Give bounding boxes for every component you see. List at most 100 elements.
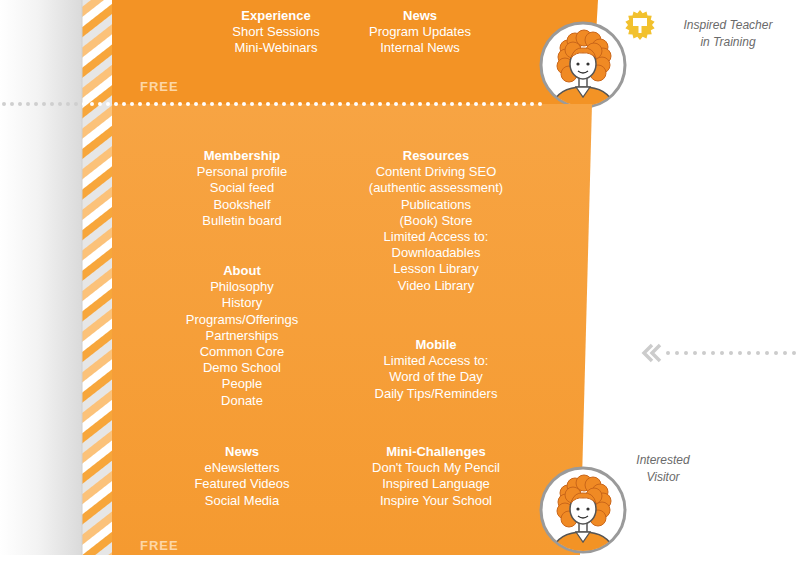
list-item: Mini-Webinars: [191, 40, 361, 56]
band-fill: [112, 104, 592, 555]
section-heading: Membership: [157, 148, 327, 164]
divider-dot: [530, 102, 534, 106]
divider-dot: [418, 102, 422, 106]
list-item: Short Sessions: [191, 24, 361, 40]
divider-dot: [234, 102, 238, 106]
fringe: [571, 493, 596, 503]
divider-dot: [338, 102, 342, 106]
list-item: Internal News: [335, 40, 505, 56]
tier-tag: FREE: [140, 79, 179, 95]
arrow-dot: [702, 351, 706, 355]
text-column: NewsProgram UpdatesInternal News: [335, 8, 505, 57]
divider-dot: [122, 102, 126, 106]
list-item: Social feed: [157, 180, 327, 196]
list-item: Limited Access to:: [351, 229, 521, 245]
arrow-dot: [765, 351, 769, 355]
list-item: Programs/Offerings: [157, 312, 327, 328]
section-heading: About: [157, 263, 327, 279]
divider-dot: [114, 102, 118, 106]
eye: [586, 507, 589, 510]
divider-dot: [386, 102, 390, 106]
list-item: Demo School: [157, 360, 327, 376]
divider-dot: [202, 102, 206, 106]
divider-dot: [98, 102, 102, 106]
list-item: Inspire Your School: [351, 493, 521, 509]
divider-dot: [162, 102, 166, 106]
text-column: MobileLimited Access to:Word of the DayD…: [351, 337, 521, 402]
arrow-chevron: [644, 345, 652, 361]
role-label: Interested Visitor: [628, 452, 698, 485]
arrow-dot: [792, 351, 796, 355]
section-heading: Mini-Challenges: [351, 444, 521, 460]
smile: [578, 516, 588, 518]
shirt: [550, 532, 616, 555]
divider-dot: [362, 102, 366, 106]
band-shape: [112, 0, 602, 104]
text-column: Mini-ChallengesDon't Touch My PencilInsp…: [351, 444, 521, 509]
divider-dot: [18, 102, 22, 106]
divider-dot: [218, 102, 222, 106]
smile: [578, 71, 588, 73]
arrow-dot: [666, 351, 670, 355]
divider-dot: [538, 102, 542, 106]
list-item: Personal profile: [157, 164, 327, 180]
divider-dot: [522, 102, 526, 106]
text-column: MembershipPersonal profileSocial feedBoo…: [157, 148, 327, 229]
arrow-dot: [747, 351, 751, 355]
person-figure: [550, 475, 616, 555]
divider-dot: [82, 102, 86, 106]
divider-dot: [146, 102, 150, 106]
divider-dot: [106, 102, 110, 106]
divider-dot: [490, 102, 494, 106]
text-column: NewseNewslettersFeatured VideosSocial Me…: [157, 444, 327, 509]
section-heading: Mobile: [351, 337, 521, 353]
divider-dot: [130, 102, 134, 106]
eye: [576, 62, 579, 65]
tier-tag: FREE: [140, 538, 179, 554]
divider-dot: [10, 102, 14, 106]
divider-dot: [258, 102, 262, 106]
badge-icon: [639, 26, 642, 33]
divider-dot: [34, 102, 38, 106]
divider-dot: [306, 102, 310, 106]
divider-dot: [210, 102, 214, 106]
list-item: Featured Videos: [157, 476, 327, 492]
eye: [586, 62, 589, 65]
divider-dot: [466, 102, 470, 106]
divider-dot: [50, 102, 54, 106]
divider-dot: [482, 102, 486, 106]
fringe: [571, 48, 596, 58]
list-item: History: [157, 295, 327, 311]
divider-dot: [378, 102, 382, 106]
divider-dot: [186, 102, 190, 106]
collar: [576, 87, 590, 97]
divider-dot: [506, 102, 510, 106]
divider-dot: [290, 102, 294, 106]
arrow-dot: [783, 351, 787, 355]
list-item: eNewsletters: [157, 460, 327, 476]
divider-dot: [138, 102, 142, 106]
badge-star: [625, 10, 654, 40]
divider-dot: [154, 102, 158, 106]
band-shape: [112, 104, 597, 558]
list-item: Don't Touch My Pencil: [351, 460, 521, 476]
arrow-dot: [738, 351, 742, 355]
list-item: Program Updates: [335, 24, 505, 40]
eye: [576, 507, 579, 510]
list-item: Lesson Library: [351, 261, 521, 277]
list-item: Social Media: [157, 493, 327, 509]
divider-dot: [410, 102, 414, 106]
avatar-circle: Interested Visitor: [538, 465, 628, 555]
section-heading: Experience: [191, 8, 361, 24]
divider-dot: [426, 102, 430, 106]
badge-icon: [633, 18, 647, 26]
section-heading: News: [335, 8, 505, 24]
divider-dot: [242, 102, 246, 106]
avatar-ring: [541, 23, 625, 107]
rope-border: [82, 0, 112, 555]
divider-dot: [354, 102, 358, 106]
divider-dot: [274, 102, 278, 106]
arrow-dot: [720, 351, 724, 355]
divider-dot: [282, 102, 286, 106]
